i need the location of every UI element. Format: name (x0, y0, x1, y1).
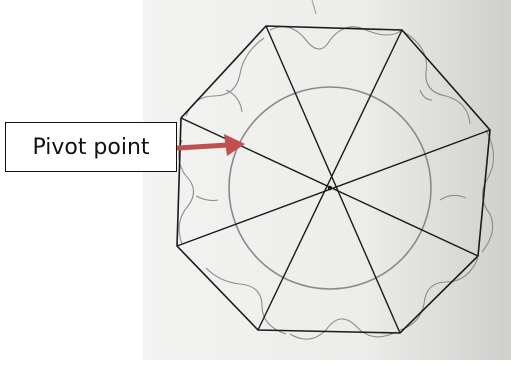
pivot-point-callout: Pivot point (5, 122, 177, 172)
pivot-point-label: Pivot point (32, 134, 150, 160)
pivot-center-dot (327, 185, 333, 191)
paper-photo (143, 0, 511, 360)
pivot-arrow (175, 134, 245, 156)
pencil-mark-top (311, 0, 317, 15)
inner-circle (228, 86, 432, 290)
construction-arcs (178, 26, 495, 340)
